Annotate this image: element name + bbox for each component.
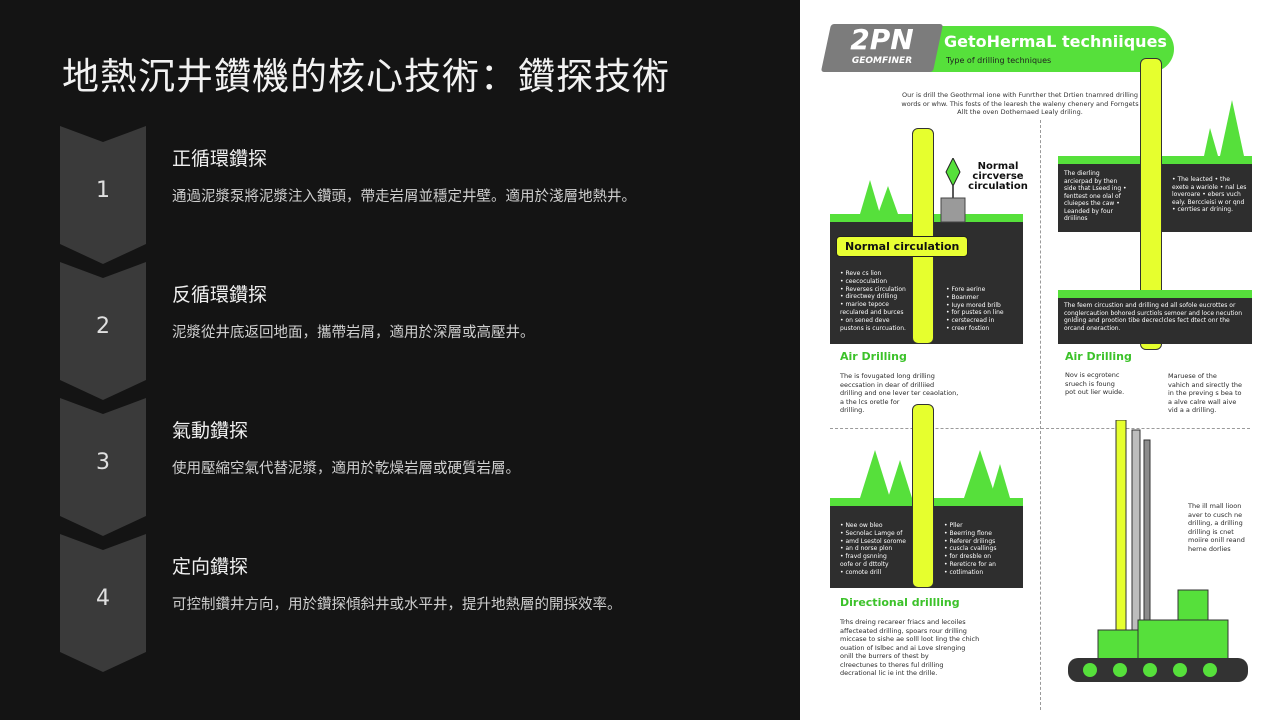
slide-title: 地熱沉井鑽機的核心技術：鑽探技術 (62, 55, 670, 98)
logo-subtext: GEOMFINER (851, 56, 913, 66)
air-drilling-right-title: Air Drilling (1065, 350, 1132, 363)
tree-icon (1204, 100, 1244, 156)
chevron-shape (60, 262, 146, 400)
directional-title: Directional drillling (840, 596, 960, 609)
chevron-shape (60, 126, 146, 264)
ground-grass (1058, 290, 1252, 298)
banner-subtitle: Type of drilling techniques (946, 56, 1052, 65)
drill-pipe (1140, 58, 1162, 350)
infographic-header: GetoHermaL techniiques Type of drilling … (820, 22, 1246, 74)
directional-text: Trhs dreing recareer friacs and lecoiles… (840, 618, 980, 677)
step-title: 定向鑽探 (172, 556, 249, 578)
top-right-text-right: • The leacted • the exete a wariole • na… (1172, 176, 1247, 213)
divider-vertical (1040, 120, 1041, 710)
step-title: 正循環鑽探 (172, 148, 268, 170)
infographic-image: GetoHermaL techniiques Type of drilling … (800, 0, 1280, 720)
air-drilling-right-text-a: Nov is ecgrotenc sruech is foung pot out… (1065, 371, 1125, 396)
step-description: 通過泥漿泵將泥漿注入鑽頭，帶走岩屑並穩定井壁。適用於淺層地熱井。 (172, 189, 636, 205)
step-number: 4 (96, 586, 110, 611)
step-2: 2 反循環鑽探 泥漿從井底返回地面，攜帶岩屑，適用於深層或高壓井。 (60, 262, 780, 400)
step-1: 1 正循環鑽探 通過泥漿泵將泥漿注入鑽頭，帶走岩屑並穩定井壁。適用於淺層地熱井。 (60, 126, 780, 264)
step-3: 3 氣動鑽探 使用壓縮空氣代替泥漿，適用於乾燥岩層或硬質岩層。 (60, 398, 780, 536)
rig-text: The ill mall lioon aver to cusch ne dril… (1188, 502, 1245, 553)
drill-pipe (912, 404, 934, 588)
bullets-air-a: • Nee ow bleo • Secnolac Lamge of • amd … (840, 522, 906, 576)
tree-icon (860, 180, 898, 214)
air-drilling-left-text: The is fovugated long drilling eeccsatio… (840, 372, 959, 414)
mid-right-text: The feem circustion and drilling ed all … (1064, 302, 1243, 332)
air-drilling-right-text-b: Maruese of the vahich and sirectly the i… (1168, 372, 1243, 414)
chevron-shape (60, 398, 146, 536)
step-title: 氣動鑽探 (172, 420, 249, 442)
callout-normal-reverse: Normal circverse circulation (968, 161, 1028, 192)
ground-section (1058, 298, 1252, 344)
drilling-rig-icon (1068, 420, 1248, 682)
air-drilling-left-title: Air Drilling (840, 350, 907, 363)
step-description: 使用壓縮空氣代替泥漿，適用於乾燥岩層或硬質岩層。 (172, 461, 520, 477)
step-4: 4 定向鑽探 可控制鑽井方向，用於鑽探傾斜井或水平井，提升地熱層的開採效率。 (60, 534, 780, 672)
step-title: 反循環鑽探 (172, 284, 268, 306)
plant-pot-icon (940, 158, 966, 223)
title-banner: GetoHermaL techniiques Type of drilling … (930, 26, 1174, 72)
step-description: 泥漿從井底返回地面，攜帶岩屑，適用於深層或高壓井。 (172, 325, 535, 341)
chevron-shape (60, 534, 146, 672)
label-normal-circulation: Normal circulation (836, 236, 969, 257)
divider-horizontal (830, 428, 1250, 429)
step-number: 1 (96, 178, 110, 203)
bullets-circulation-a: • Reve cs lion • ceecoculation • Reverse… (840, 270, 906, 332)
slide-content: 地熱沉井鑽機的核心技術：鑽探技術 1 正循環鑽探 通過泥漿泵將泥漿注入鑽頭，帶走… (60, 55, 780, 672)
intro-text: Our is drill the Geothrmal ione with Fun… (901, 91, 1139, 116)
tree-icon (860, 450, 1010, 498)
step-description: 可控制鑽井方向，用於鑽探傾斜井或水平井，提升地熱層的開採效率。 (172, 597, 622, 613)
step-number: 2 (96, 314, 110, 339)
top-right-text-left: The dierling arcierpad by then side that… (1064, 170, 1127, 222)
bullets-air-b: • Pller • Beerring flone • Referer drili… (944, 522, 997, 576)
banner-title: GetoHermaL techniiques (944, 32, 1167, 51)
logo-text: 2PN (850, 23, 914, 56)
step-number: 3 (96, 450, 110, 475)
bullets-circulation-b: • Fore aerine • Boanmer • Iuye mored bri… (946, 286, 1004, 332)
